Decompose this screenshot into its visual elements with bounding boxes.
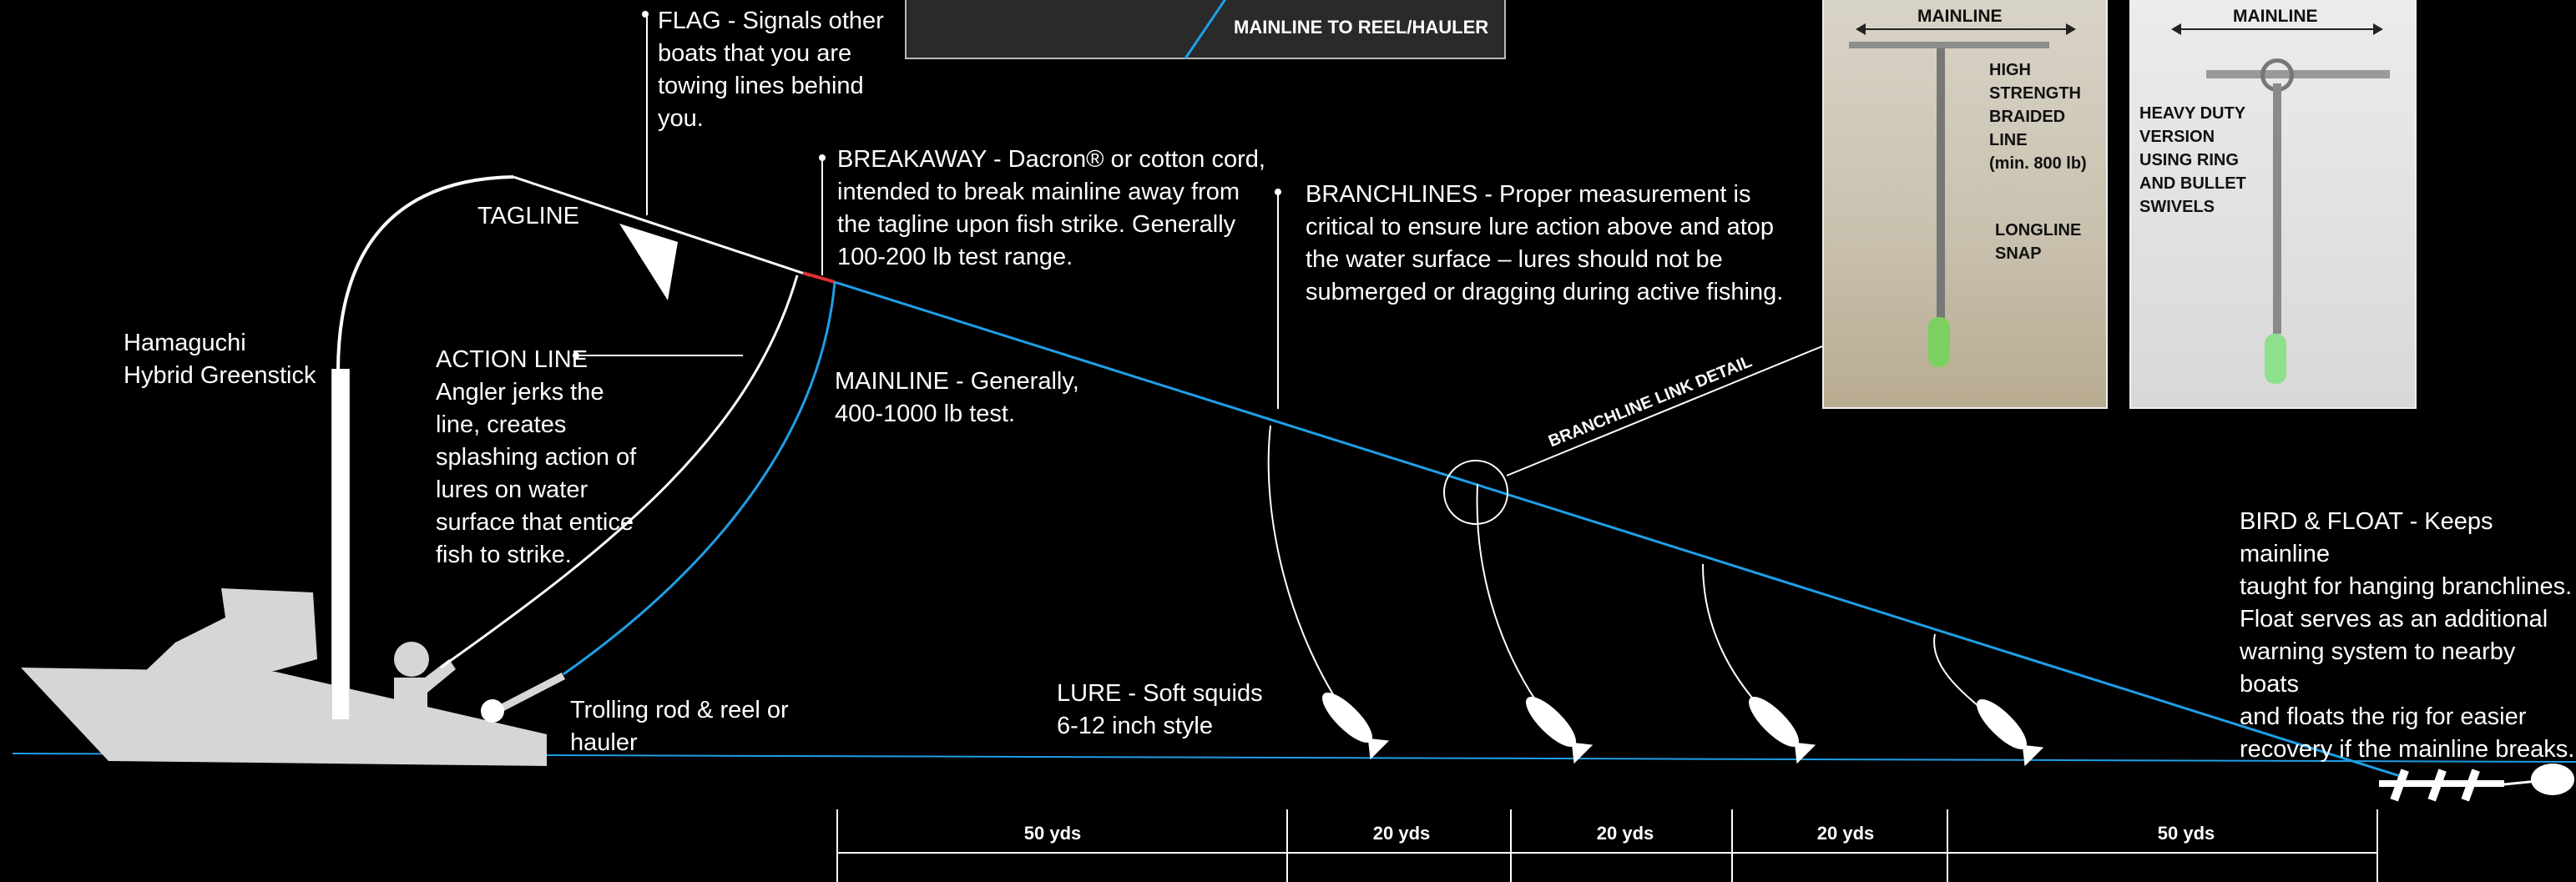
branchline-photo-heavy-duty: MAINLINE HEAVY DUTY VERSION USING RING A… xyxy=(2129,0,2417,409)
action-line-curve xyxy=(440,275,799,669)
photo-left-header: MAINLINE xyxy=(1917,7,2003,26)
action-line-label: ACTION LINE Angler jerks the line, creat… xyxy=(436,346,637,568)
photo-right-header: MAINLINE xyxy=(2233,7,2318,26)
distance-label-5: 50 yds xyxy=(2157,823,2215,844)
tagline-line xyxy=(513,175,811,277)
greenstick-pole xyxy=(332,369,349,719)
branchlines-label: BRANCHLINES - Proper measurement is crit… xyxy=(1306,181,1784,305)
photo-left-braided: HIGH STRENGTH BRAIDED LINE (min. 800 lb) xyxy=(1989,61,2087,173)
reel-inset-photo xyxy=(905,0,1506,59)
branchline-link-circle xyxy=(1443,460,1508,525)
mainline-label: MAINLINE - Generally, 400-1000 lb test. xyxy=(835,368,1079,427)
trolling-rod-label: Trolling rod & reel or hauler xyxy=(570,697,789,756)
flag-label: FLAG - Signals other boats that you are … xyxy=(658,8,884,132)
distance-label-3: 20 yds xyxy=(1596,823,1654,844)
lure-icons xyxy=(1322,693,2044,767)
trolling-rod-icon xyxy=(481,673,566,723)
distance-label-4: 20 yds xyxy=(1816,823,1875,844)
breakaway-segment xyxy=(802,271,836,284)
branchlines xyxy=(1267,425,2003,725)
bird-float-icon xyxy=(2379,764,2574,802)
mainline-line xyxy=(834,280,2401,778)
breakaway-label: BREAKAWAY - Dacron® or cotton cord, inte… xyxy=(837,146,1265,270)
greenstick-curve xyxy=(336,175,514,372)
tagline-label: TAGLINE xyxy=(477,203,579,229)
lure-label: LURE - Soft squids 6-12 inch style xyxy=(1057,680,1263,739)
angler-icon xyxy=(394,642,456,728)
flag-icon xyxy=(619,224,678,300)
photo-right-heavy: HEAVY DUTY VERSION USING RING AND BULLET… xyxy=(2139,104,2246,216)
photo-left-snap: LONGLINE SNAP xyxy=(1995,221,2082,263)
bird-float-label: BIRD & FLOAT - Keeps mainline taught for… xyxy=(2240,508,2575,763)
mainline-to-boat xyxy=(563,281,836,676)
distance-markers xyxy=(836,809,2378,882)
greenstick-label: Hamaguchi Hybrid Greenstick xyxy=(124,330,316,389)
mainline-to-reel-caption: MAINLINE TO REEL/HAULER xyxy=(1234,17,1489,38)
distance-label-1: 50 yds xyxy=(1023,823,1082,844)
distance-label-2: 20 yds xyxy=(1372,823,1431,844)
branchline-photo-standard: MAINLINE HIGH STRENGTH BRAIDED LINE (min… xyxy=(1822,0,2108,409)
